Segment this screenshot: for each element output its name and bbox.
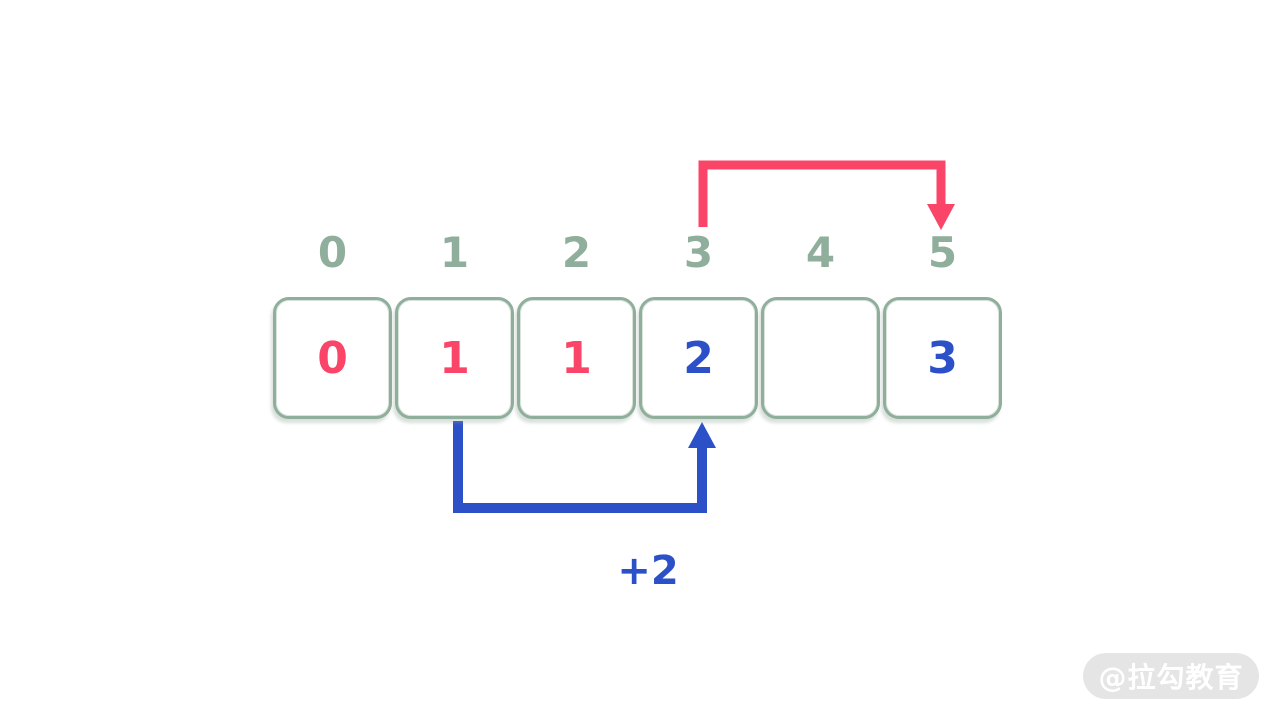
watermark-text: @拉勾教育 xyxy=(1098,661,1244,694)
red-arrow-icon xyxy=(698,160,955,230)
index-label-1: 1 xyxy=(439,228,470,277)
index-label-5: 5 xyxy=(927,228,958,277)
array-cell-4 xyxy=(761,297,880,419)
array-cell-2: 1 xyxy=(517,297,636,419)
array-cell-row: 0 1 1 2 3 xyxy=(273,297,1005,419)
array-cell-1: 1 xyxy=(395,297,514,419)
array-index-row: 0 1 2 3 4 5 xyxy=(273,228,1005,278)
index-label-4: 4 xyxy=(805,228,836,277)
shift-amount-label: +2 xyxy=(617,548,679,594)
watermark-badge: @拉勾教育 xyxy=(1083,653,1259,699)
array-cell-0: 0 xyxy=(273,297,392,419)
array-cell-3: 2 xyxy=(639,297,758,419)
blue-arrow-icon xyxy=(453,421,716,513)
array-cell-5: 3 xyxy=(883,297,1002,419)
index-label-3: 3 xyxy=(683,228,714,277)
index-label-2: 2 xyxy=(561,228,592,277)
index-label-0: 0 xyxy=(317,228,348,277)
